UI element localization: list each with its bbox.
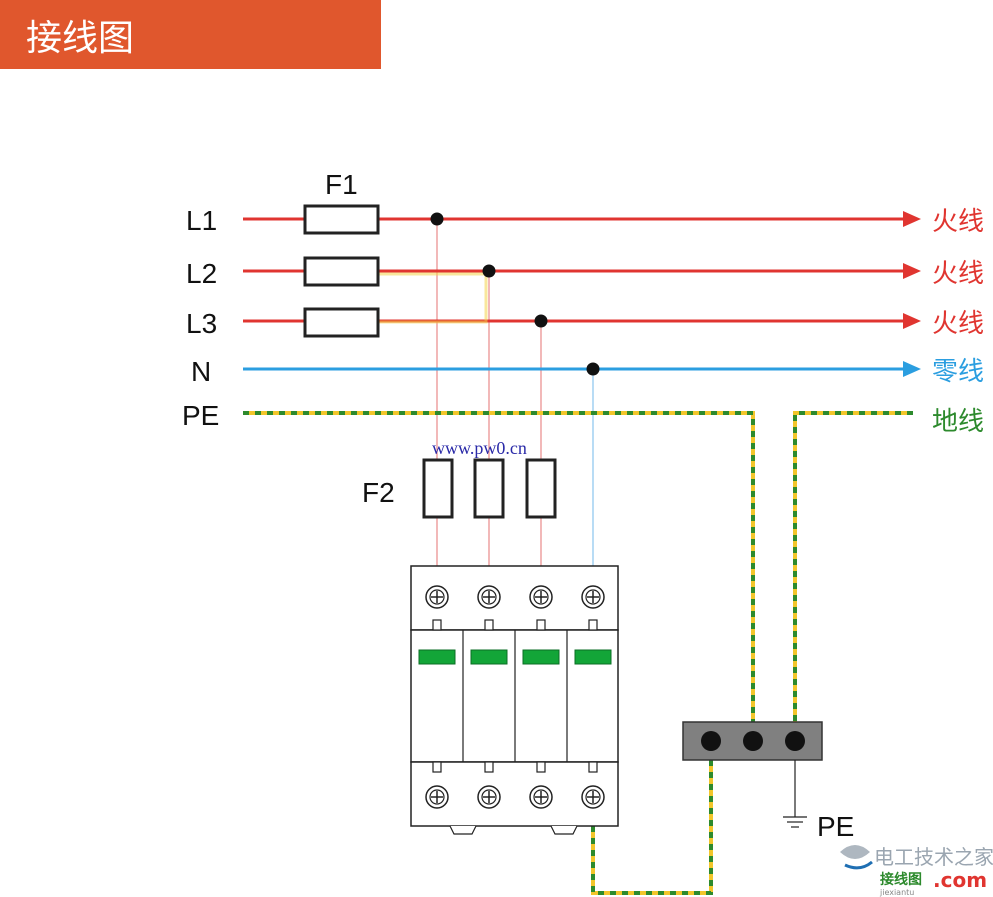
- dest-l3: 火线: [932, 309, 984, 339]
- watermark: 电工技术之家 接线图 .com jiexiantu: [840, 845, 993, 897]
- module-window-2: [470, 649, 508, 665]
- dest-pe: 地线: [932, 407, 984, 437]
- fuse-f2-3: [525, 458, 557, 519]
- label-f1: F1: [325, 169, 358, 200]
- junctions: [430, 212, 600, 376]
- busbar-terminal-1: [701, 731, 721, 751]
- module-window-4: [574, 649, 612, 665]
- module-window-3: [522, 649, 560, 665]
- fuse-l3: [303, 307, 380, 338]
- fuse-l2: [303, 256, 380, 287]
- junction-n: [586, 362, 600, 376]
- label-pe-ground: PE: [817, 811, 854, 842]
- fuse-f2-2: [473, 458, 505, 519]
- arrow-n: [903, 361, 921, 377]
- line-labels: L1 L2 L3 N PE F1 F2 www.pw0.cn PE: [182, 169, 854, 842]
- dest-l1: 火线: [932, 207, 984, 237]
- destination-labels: 火线 火线 火线 零线 地线: [932, 207, 984, 437]
- spd-device: [410, 565, 619, 835]
- ground-busbar: [682, 721, 823, 828]
- arrow-l3: [903, 313, 921, 329]
- f2-fuses: [422, 458, 557, 519]
- arrow-l2: [903, 263, 921, 279]
- ground-symbol: [783, 816, 807, 828]
- dest-l2: 火线: [932, 259, 984, 289]
- module-window-1: [418, 649, 456, 665]
- label-l3: L3: [186, 308, 217, 339]
- pe-line-right: [793, 411, 913, 722]
- url-text: www.pw0.cn: [432, 438, 527, 458]
- smudge: [378, 272, 488, 324]
- busbar-terminal-2: [743, 731, 763, 751]
- label-n: N: [191, 356, 211, 387]
- junction-l1: [430, 212, 444, 226]
- busbar-terminal-3: [785, 731, 805, 751]
- header-banner: 接线图: [0, 0, 381, 69]
- label-pe: PE: [182, 400, 219, 431]
- pe-wires: [243, 411, 913, 895]
- f1-fuses: [303, 204, 380, 338]
- fuse-f2-1: [422, 458, 454, 519]
- junction-l2: [482, 264, 496, 278]
- label-l1: L1: [186, 205, 217, 236]
- label-l2: L2: [186, 258, 217, 289]
- dest-n: 零线: [932, 357, 984, 387]
- watermark-sub: jiexiantu: [879, 888, 914, 897]
- arrow-l1: [903, 211, 921, 227]
- junction-l3: [534, 314, 548, 328]
- watermark-domain: .com: [933, 868, 987, 892]
- watermark-logo-icon: [840, 845, 873, 870]
- watermark-tag: 接线图: [880, 871, 922, 888]
- label-f2: F2: [362, 477, 395, 508]
- main-lines: [243, 211, 921, 377]
- header-title: 接线图: [26, 17, 135, 59]
- watermark-site: 电工技术之家: [874, 845, 993, 869]
- fuse-l1: [303, 204, 380, 235]
